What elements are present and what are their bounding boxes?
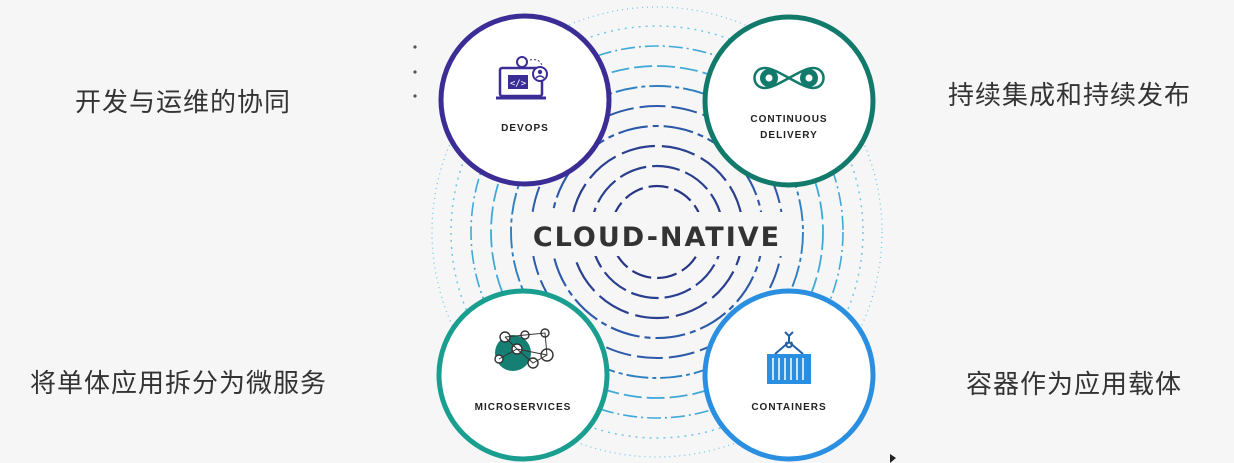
cloud-native-title: CLOUD-NATIVE xyxy=(533,222,781,253)
pillar-continuous-delivery: CONTINUOUS DELIVERY xyxy=(702,14,876,188)
devops-ring xyxy=(438,13,612,187)
decorative-ring xyxy=(450,25,864,439)
continuous-delivery-title-line-1: CONTINUOUS xyxy=(750,114,827,125)
container-crane-icon xyxy=(767,331,811,384)
decorative-ring xyxy=(490,65,824,399)
devops-title: DEVOPS xyxy=(501,123,549,134)
decorative-dots xyxy=(413,45,417,98)
cursor-arrow-icon xyxy=(890,454,896,463)
devops-laptop-icon: </> xyxy=(496,56,548,100)
label-microservices-description: 将单体应用拆分为微服务 xyxy=(30,369,328,399)
continuous-delivery-ring xyxy=(702,14,876,188)
microservices-ring xyxy=(436,288,610,462)
microservices-nodes-icon xyxy=(494,328,554,371)
continuous-delivery-gears-icon xyxy=(753,66,825,90)
decorative-ring xyxy=(431,6,883,458)
microservices-title: MICROSERVICES xyxy=(475,402,572,413)
decorative-ring xyxy=(470,45,844,419)
cloud-native-diagram: CLOUD-NATIVE </> DEVOPS CONTINUOUS DELIV… xyxy=(413,6,896,463)
containers-title: CONTAINERS xyxy=(751,402,826,413)
svg-text:</>: </> xyxy=(510,79,527,89)
label-devops-description: 开发与运维的协同 xyxy=(75,88,292,118)
label-continuous-delivery-description: 持续集成和持续发布 xyxy=(948,81,1192,111)
concentric-rings xyxy=(431,6,883,458)
pillar-devops: </> DEVOPS xyxy=(438,13,612,187)
title-backdrop xyxy=(518,212,796,256)
label-containers-description: 容器作为应用载体 xyxy=(966,370,1183,400)
pillar-containers: CONTAINERS xyxy=(702,288,876,462)
pillar-microservices: MICROSERVICES xyxy=(436,288,610,462)
decorative-ring xyxy=(510,85,804,379)
continuous-delivery-title-line-2: DELIVERY xyxy=(760,130,818,141)
